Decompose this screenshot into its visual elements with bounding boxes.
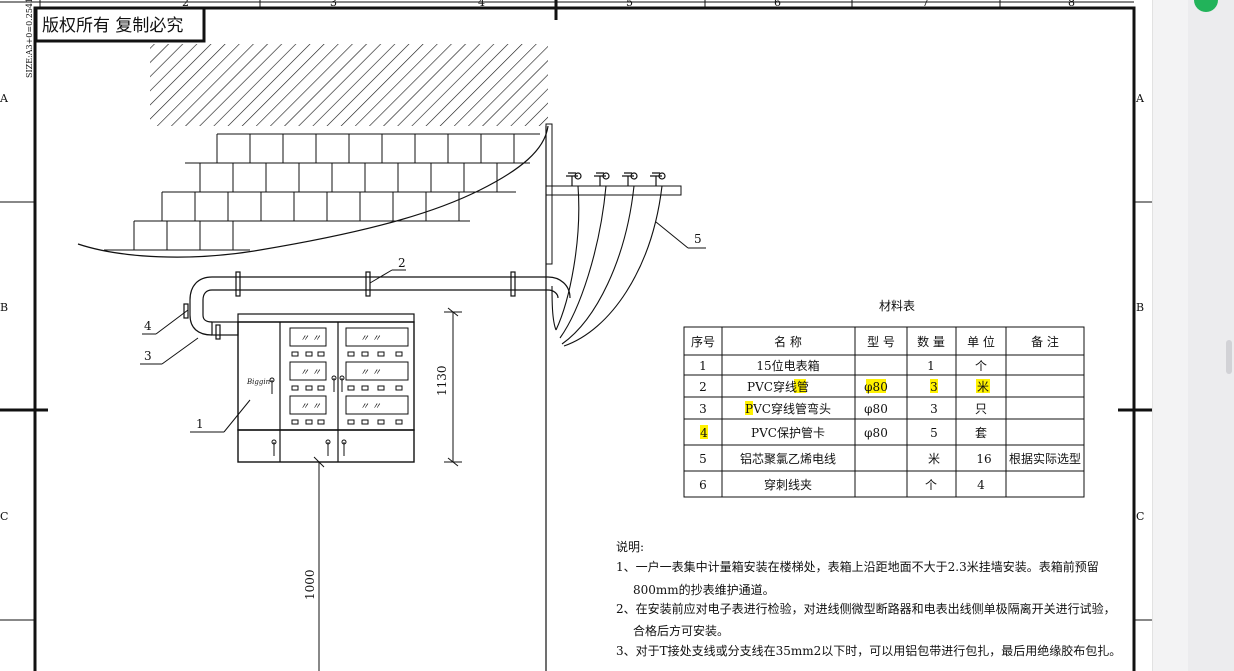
svg-text:〃 〃: 〃 〃 <box>360 402 381 412</box>
meter-box: 〃 〃〃 〃 〃 〃〃 〃 〃 〃〃 〃 Biggin <box>237 313 415 463</box>
copyright-box: 版权所有 复制必究 <box>34 6 206 43</box>
callout-2: 2 <box>398 256 406 270</box>
th-unit: 单 位 <box>967 334 995 349</box>
table-cell: 米 <box>928 452 940 466</box>
table-cell: 只 <box>975 402 987 416</box>
table-cell: 穿刺线夹 <box>764 477 812 492</box>
table-cell: PVC保护管卡 <box>751 425 825 440</box>
row-letter: B <box>0 301 8 314</box>
notes-line: 3、对于T接处支线或分支线在35mm2以下时，可以用铝包带进行包扎，最后用绝缘胶… <box>616 643 1121 658</box>
th-model: 型 号 <box>867 335 895 349</box>
border-numbers: 2 3 4 5 6 7 8 <box>182 0 1075 9</box>
table-cell: φ80 <box>864 426 888 440</box>
svg-text:〃 〃: 〃 〃 <box>300 334 321 344</box>
table-cell: 15位电表箱 <box>756 358 819 373</box>
svg-text:〃 〃: 〃 〃 <box>360 334 381 344</box>
table-title: 材料表 <box>879 299 915 313</box>
table-cell: 16 <box>976 452 991 466</box>
notes-line: 2、在安装前应对电子表进行检验，对进线侧微型断路器和电表出线侧单极隔离开关进行试… <box>616 601 1116 616</box>
th-name: 名 称 <box>774 334 802 349</box>
notes-line: 800mm的抄表维护通道。 <box>633 582 775 597</box>
row-letter: A <box>1135 92 1145 105</box>
col-number: 7 <box>922 0 929 9</box>
table-cell: 3 <box>930 380 938 394</box>
dimension-box-height: 1130 <box>435 365 449 396</box>
app-badge-icon[interactable] <box>1194 0 1218 12</box>
table-cell: 1 <box>699 359 707 373</box>
svg-text:〃 〃: 〃 〃 <box>300 368 321 378</box>
th-qty: 数 量 <box>917 334 945 349</box>
table-cell: φ80 <box>864 402 888 416</box>
drawing-viewer[interactable]: 2 3 4 5 6 7 8 A B C A B C SIZE:A3+0=0.25… <box>0 0 1152 671</box>
callout-leaders <box>140 221 706 433</box>
table-cell: 个 <box>975 359 987 373</box>
dimension-ground-height: 1000 <box>303 569 317 600</box>
table-cell: PVC穿线管 <box>747 379 809 394</box>
table-cell: 1 <box>927 359 935 373</box>
meter-label: Biggin <box>246 378 271 386</box>
table-cell: 米 <box>977 380 989 394</box>
table-cell: 5 <box>930 426 938 440</box>
insulator-bracket <box>545 172 682 196</box>
wall-bracket <box>545 123 553 265</box>
row-letter: B <box>1136 301 1144 314</box>
drawing-frame <box>0 0 1152 671</box>
table-cell: 4 <box>977 478 985 492</box>
col-number: 5 <box>626 0 633 9</box>
table-cell: φ80 <box>864 380 888 394</box>
table-cell: 铝芯聚氯乙烯电线 <box>740 451 836 466</box>
col-number: 6 <box>774 0 781 9</box>
col-number: 8 <box>1068 0 1075 9</box>
notes-line: 1、一户一表集中计量箱安装在楼梯处，表箱上沿距地面不大于2.3米挂墙安装。表箱前… <box>616 559 1099 574</box>
size-label: SIZE:A3+0=0.2541 <box>25 0 34 78</box>
col-number: 4 <box>478 0 485 9</box>
table-cell: 根据实际选型 <box>1009 451 1081 466</box>
table-cell: 4 <box>700 426 708 440</box>
drop-wires <box>551 185 663 347</box>
callout-1: 1 <box>196 417 204 431</box>
th-index: 序号 <box>691 334 715 349</box>
panel-toolbar-strip <box>1188 0 1234 671</box>
pvc-conduit <box>183 271 571 340</box>
materials-table: 材料表 序号 名 称 型 号 数 量 <box>683 299 1085 498</box>
col-number: 2 <box>182 0 189 9</box>
row-letter: C <box>1136 510 1144 523</box>
table-cell: 3 <box>699 402 707 416</box>
cad-drawing: 2 3 4 5 6 7 8 A B C A B C SIZE:A3+0=0.25… <box>0 0 1152 671</box>
svg-text:〃 〃: 〃 〃 <box>300 402 321 412</box>
wall-section <box>77 44 549 258</box>
row-letter: A <box>0 92 9 105</box>
table-cell: 6 <box>699 478 707 492</box>
table-cell: 个 <box>925 478 937 492</box>
row-letter: C <box>0 510 8 523</box>
callout-5: 5 <box>694 232 702 246</box>
dimension-lines <box>313 307 462 671</box>
panel-scrollbar-thumb[interactable] <box>1226 340 1232 374</box>
notes-line: 合格后方可安装。 <box>633 623 729 638</box>
svg-text:〃 〃: 〃 〃 <box>360 368 381 378</box>
table-cell: 套 <box>975 426 987 440</box>
table-cell: PVC穿线管弯头 <box>745 401 831 416</box>
callout-3: 3 <box>144 349 152 363</box>
copyright-text: 版权所有 复制必究 <box>42 16 183 36</box>
col-number: 3 <box>330 0 337 9</box>
notes-title: 说明: <box>616 539 644 554</box>
table-cell: 5 <box>699 452 707 466</box>
callout-4: 4 <box>144 319 152 333</box>
th-remark: 备 注 <box>1031 334 1059 349</box>
table-cell: 3 <box>930 402 938 416</box>
table-cell: 2 <box>699 380 707 394</box>
row-letters: A B C A B C <box>0 92 1145 523</box>
notes: 说明: 1、一户一表集中计量箱安装在楼梯处，表箱上沿距地面不大于2.3米挂墙安装… <box>616 539 1121 658</box>
